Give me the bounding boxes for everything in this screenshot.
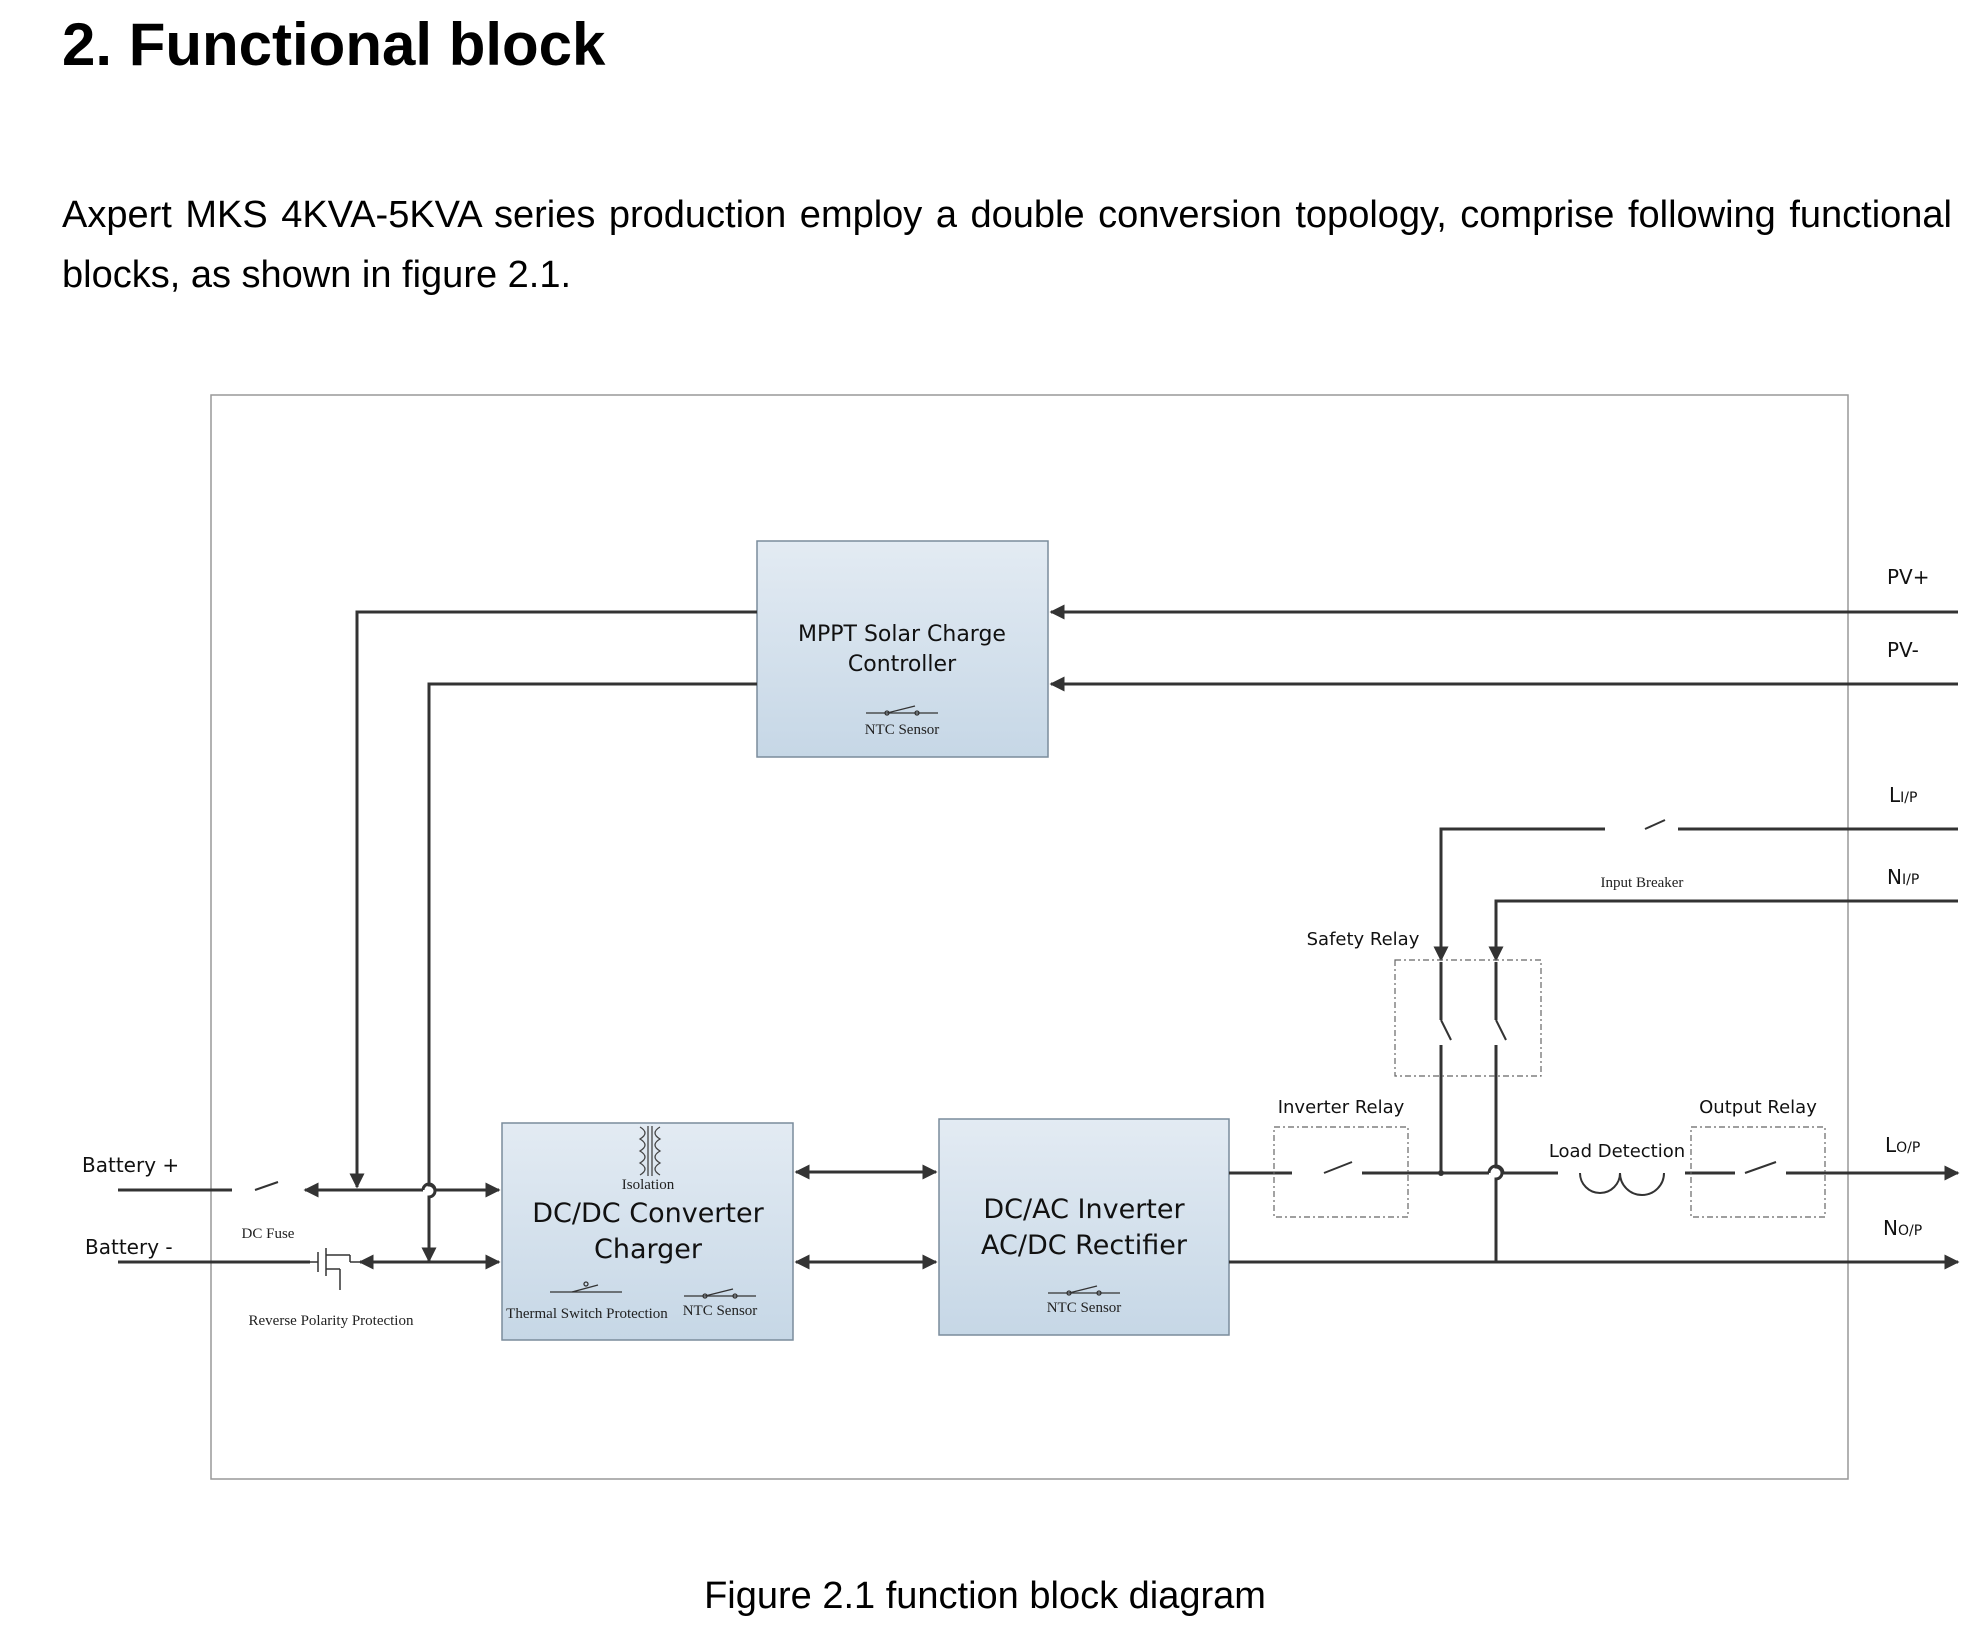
inverter-rectifier-block: DC/AC Inverter AC/DC Rectifier NTC Senso… [938,1118,1230,1336]
mppt-ntc-sensor-label: NTC Sensor [865,722,940,738]
inverter-relay-contact [1323,1161,1353,1174]
pv-plus-label: PV+ [1887,565,1930,589]
battery-plus-label: Battery + [82,1153,179,1177]
safety-relay-box [1394,959,1542,1077]
safety-relay-label: Safety Relay [1307,929,1420,950]
inverter-ntc-sensor-label: NTC Sensor [1047,1300,1122,1316]
ntc-sensor-icon [866,705,938,716]
output-relay-label: Output Relay [1699,1097,1817,1118]
output-relay-contact [1744,1161,1777,1174]
mppt-title-line2: Controller [848,652,957,677]
dc-fuse-icon [254,1181,279,1191]
n-input-label: NI/P [1887,865,1919,889]
input-breaker-label: Input Breaker [1601,875,1684,891]
input-breaker-icon [1644,819,1666,830]
isolation-transformer-icon [638,1126,662,1176]
dcdc-title-line2: Charger [594,1234,703,1265]
load-detection-coil-icon [1579,1172,1665,1196]
n-input-wire [1488,899,1958,962]
l-output-label: LO/P [1885,1133,1920,1157]
ntc-sensor-icon [1048,1285,1120,1296]
ntc-sensor-icon [684,1288,756,1299]
n-output-label: NO/P [1883,1216,1922,1240]
section-heading: 2. Functional block [62,11,606,78]
dcdc-title-line1: DC/DC Converter [532,1198,764,1229]
mppt-positive-wire [349,610,757,1189]
load-detection-label: Load Detection [1549,1141,1685,1162]
thermal-switch-icon [550,1281,622,1293]
mppt-title-line1: MPPT Solar Charge [798,622,1006,647]
inverter-relay-box [1273,1126,1409,1218]
pv-minus-label: PV- [1887,638,1919,662]
inverter-title-line2: AC/DC Rectifier [981,1230,1188,1261]
thermal-switch-label: Thermal Switch Protection [506,1306,668,1322]
intro-paragraph: Axpert MKS 4KVA-5KVA series production e… [62,194,1952,296]
dcdc-ntc-sensor-label: NTC Sensor [683,1303,758,1319]
inverter-title-line1: DC/AC Inverter [983,1194,1185,1225]
mppt-block: MPPT Solar Charge Controller NTC Sensor [756,540,1049,758]
diagram-frame [210,394,1849,1480]
l-input-label: LI/P [1889,783,1917,807]
output-relay-box [1690,1126,1826,1218]
isolation-label: Isolation [622,1177,675,1193]
battery-plus-bus-crossover [421,1182,501,1198]
battery-minus-label: Battery - [85,1235,173,1259]
dcdc-converter-block: Isolation DC/DC Converter Charger Therma… [501,1122,794,1341]
reverse-polarity-label: Reverse Polarity Protection [249,1313,414,1329]
l-input-to-relay [1433,827,1605,962]
inverter-relay-label: Inverter Relay [1278,1097,1405,1118]
figure-caption: Figure 2.1 function block diagram [704,1575,1266,1617]
reverse-polarity-mosfet-icon [310,1248,360,1290]
dc-fuse-label: DC Fuse [242,1226,295,1242]
junction-dot [1438,1170,1444,1176]
